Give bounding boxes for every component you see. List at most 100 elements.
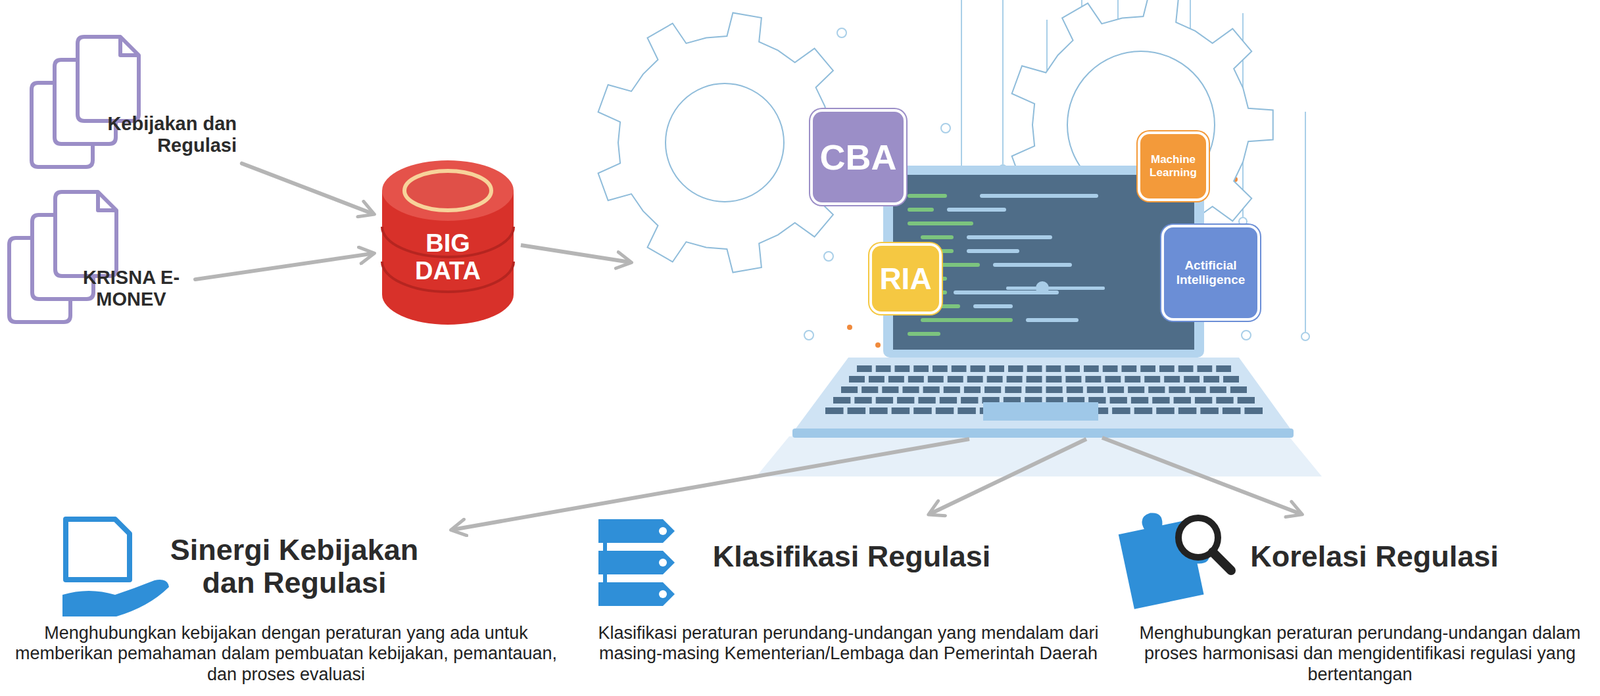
list-tag: [598, 551, 675, 575]
keyboard-key: [868, 376, 885, 383]
circuit-dot: [837, 28, 847, 38]
node-label: Actificial Intelligence: [1163, 258, 1258, 288]
output-description: Menghubungkan kebijakan dengan peraturan…: [13, 623, 559, 686]
keyboard-key: [1189, 386, 1207, 394]
code-line: [979, 193, 1099, 198]
gear-hub: [665, 83, 784, 202]
keyboard-key: [932, 365, 948, 373]
keyboard-key: [1008, 365, 1024, 373]
keyboard-key: [1124, 376, 1141, 383]
magnifier-handle: [1212, 552, 1232, 571]
method-box: CBA: [812, 111, 904, 203]
keyboard-key: [984, 386, 1001, 394]
document-fold: [97, 192, 117, 211]
keyboard-key: [1025, 386, 1042, 394]
output-arrow: [929, 439, 1087, 515]
keyboard-key: [1140, 365, 1156, 373]
output-icons: [62, 503, 1232, 617]
list-tag: [598, 519, 675, 544]
keyboard-key: [918, 397, 936, 404]
keyboard-key: [960, 397, 978, 404]
keyboard-key: [895, 365, 911, 373]
circuit-line: [1002, 0, 1004, 165]
keyboard-key: [1222, 407, 1241, 415]
keyboard-key: [1178, 365, 1194, 373]
accent-dot: [847, 324, 853, 331]
document-fold: [120, 36, 139, 56]
output-arrow: [452, 439, 970, 531]
code-line: [907, 207, 934, 212]
output-block: Klasifikasi RegulasiKlasifikasi peratura…: [578, 533, 1118, 574]
keyboard-key: [970, 365, 986, 373]
keyboard-key: [1159, 365, 1175, 373]
keyboard-key: [1121, 365, 1138, 373]
keyboard-key: [1065, 376, 1082, 383]
slider-knob: [1035, 281, 1049, 295]
output-block: Korelasi RegulasiMenghubungkan peraturan…: [1124, 533, 1596, 574]
node-label: RIA: [879, 261, 932, 297]
keyboard-key: [1237, 397, 1255, 404]
keyboard-key: [1134, 407, 1153, 415]
output-description: Menghubungkan peraturan perundang-undang…: [1124, 623, 1596, 686]
keyboard-key: [913, 407, 932, 415]
code-line: [907, 221, 974, 226]
document-stack-icon: [31, 36, 139, 168]
keyboard-key: [951, 365, 967, 373]
list-spine: [603, 543, 607, 607]
code-line: [907, 332, 941, 337]
keyboard-key: [847, 407, 867, 415]
keyboard-key: [1127, 386, 1145, 394]
document-page: [55, 192, 117, 277]
keyboard-key: [1066, 386, 1084, 394]
puzzle-icon: [1115, 503, 1218, 610]
laptop-edge: [792, 428, 1294, 438]
document-page: [77, 36, 139, 122]
output-heading: Klasifikasi Regulasi: [697, 540, 1007, 574]
cylinder-ring: [404, 170, 492, 211]
keyboard-key: [1148, 386, 1165, 394]
code-line: [966, 235, 1053, 240]
circuit-line: [1304, 111, 1307, 333]
keyboard-key: [947, 376, 964, 383]
source-label: KRISNA E-MONEV: [73, 266, 189, 312]
circuit-dot: [804, 330, 814, 340]
method-box: RIA: [872, 245, 940, 312]
keyboard-key: [1197, 365, 1213, 373]
keyboard-key: [1178, 407, 1197, 415]
keyboard-key: [902, 386, 919, 394]
output-heading: Korelasi Regulasi: [1229, 540, 1520, 574]
keyboard-key: [888, 376, 905, 383]
keyboard-key: [927, 376, 944, 383]
keyboard-key: [1026, 376, 1043, 383]
output-block: Sinergi Kebijakan dan RegulasiMenghubung…: [13, 533, 559, 600]
keyboard-key: [1083, 365, 1099, 373]
keyboard-key: [913, 365, 929, 373]
keyboard-key: [1156, 407, 1175, 415]
keyboard-key: [1064, 365, 1080, 373]
keyboard-key: [1112, 407, 1131, 415]
keyboard-key: [908, 376, 924, 383]
node-label: BIG DATA: [401, 230, 494, 286]
keyboard-key: [1203, 376, 1220, 383]
keyboard-key: [1215, 397, 1234, 404]
code-line: [973, 304, 1013, 309]
output-arrow: [1102, 437, 1301, 515]
database-cylinder: BIG DATA: [379, 157, 517, 328]
keyboard-key: [825, 407, 844, 415]
keyboard-key: [967, 376, 984, 383]
keyboard-key: [1107, 386, 1124, 394]
touchpad: [983, 402, 1099, 421]
input-arrow: [242, 163, 373, 215]
node-label: Machine Learning: [1140, 153, 1207, 179]
keyboard-key: [1200, 407, 1219, 415]
method-box: Actificial Intelligence: [1163, 227, 1258, 319]
keyboard-key: [1173, 397, 1191, 404]
code-line: [1025, 318, 1079, 323]
circuit-node: [1301, 332, 1310, 341]
keyboard-key: [881, 386, 899, 394]
laptop-shadow: [756, 436, 1322, 477]
code-line: [907, 193, 947, 198]
keyboard-key: [1215, 365, 1232, 373]
input-arrow: [520, 245, 631, 263]
